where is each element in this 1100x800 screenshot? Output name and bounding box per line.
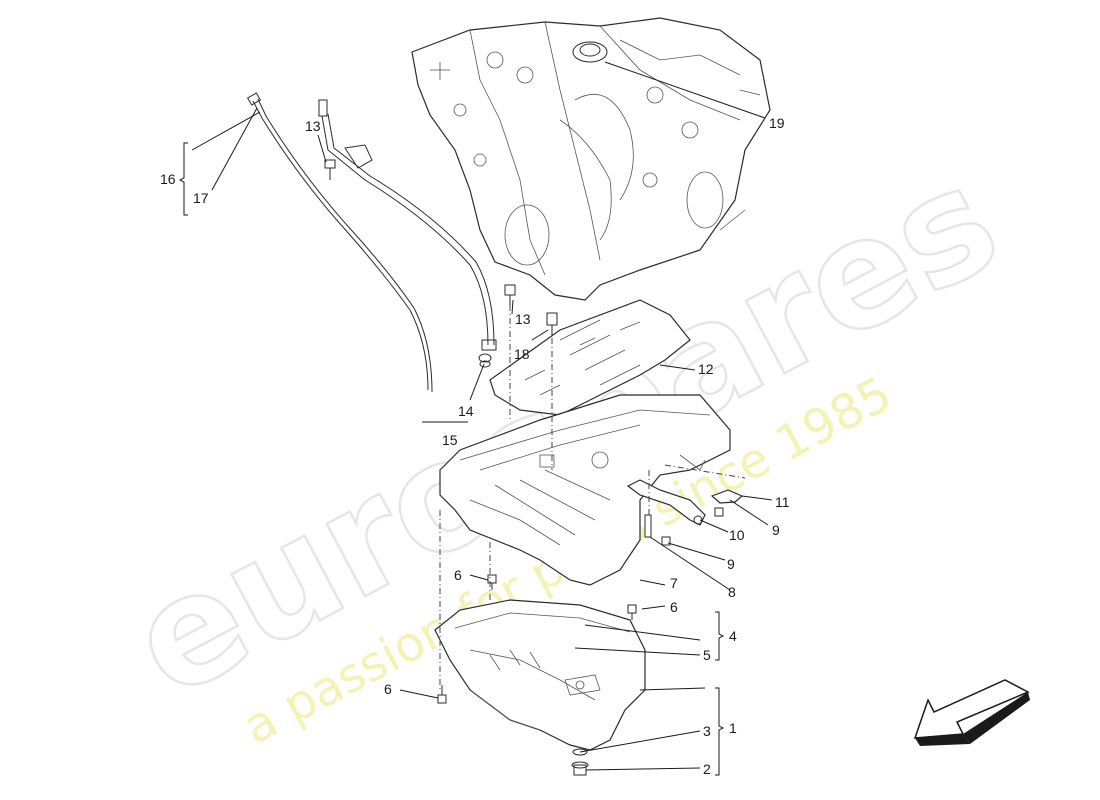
leader-lines [191, 61, 773, 771]
o-ring-14[interactable] [478, 353, 492, 368]
callout-6-lower: 6 [384, 681, 392, 697]
dipstick-tube[interactable] [318, 99, 497, 351]
baffle-plate[interactable] [489, 299, 691, 416]
bolt-8[interactable] [644, 514, 652, 538]
bolt-13-upper[interactable] [324, 159, 336, 180]
drain-plug[interactable] [571, 761, 589, 776]
bracket-11[interactable] [710, 489, 744, 504]
bolt-6-lower[interactable] [437, 685, 447, 704]
callout-8: 8 [728, 584, 736, 600]
callout-10: 10 [729, 527, 745, 543]
bracket-10[interactable] [626, 479, 706, 526]
callout-19: 19 [769, 115, 785, 131]
dipstick[interactable] [246, 92, 433, 393]
callout-4: 4 [729, 628, 737, 644]
bolt-9-lower[interactable] [661, 536, 671, 546]
callout-1: 1 [729, 720, 737, 736]
callout-18: 18 [514, 346, 530, 362]
bolt-9-upper[interactable] [714, 507, 724, 517]
callout-9-upper: 9 [772, 522, 780, 538]
assembly-lines [439, 305, 746, 690]
bolt-6-upper[interactable] [487, 574, 497, 590]
callout-11: 11 [775, 494, 790, 510]
callout-braces [178, 142, 725, 776]
callout-labels: 19 16 17 13 13 18 12 14 15 11 9 10 9 7 8… [160, 115, 790, 777]
callout-6-right: 6 [670, 599, 678, 615]
bolt-6-right[interactable] [627, 604, 637, 620]
callout-3: 3 [703, 723, 711, 739]
callout-15: 15 [442, 432, 458, 448]
callout-13-lower: 13 [515, 311, 531, 327]
callout-17: 17 [193, 190, 209, 206]
upper-oil-pan[interactable] [439, 394, 731, 586]
lower-oil-pan[interactable] [434, 599, 646, 751]
bolt-13-lower[interactable] [504, 284, 516, 305]
callout-16: 16 [160, 171, 176, 187]
direction-arrow-icon [913, 679, 1030, 746]
callout-13-upper: 13 [305, 118, 321, 134]
callout-5: 5 [703, 647, 711, 663]
callout-7: 7 [670, 575, 678, 591]
callout-14: 14 [458, 403, 474, 419]
callout-6-upper: 6 [454, 567, 462, 583]
washer-3 [572, 748, 588, 756]
callout-2: 2 [703, 761, 711, 777]
callout-12: 12 [698, 361, 714, 377]
callout-9-lower: 9 [727, 556, 735, 572]
